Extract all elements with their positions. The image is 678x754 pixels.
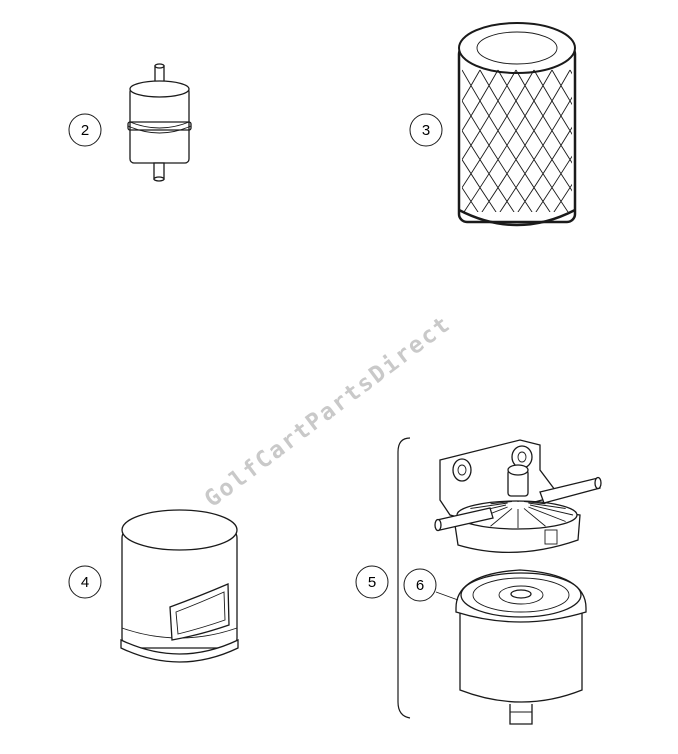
callout-label: 4 bbox=[81, 574, 89, 591]
callout-2: 2 bbox=[68, 113, 102, 147]
callout-label: 2 bbox=[81, 122, 89, 139]
callout-label: 6 bbox=[416, 577, 424, 594]
callout-3: 3 bbox=[409, 113, 443, 147]
assembly-bracket bbox=[397, 437, 411, 719]
callout-label: 3 bbox=[422, 122, 430, 139]
callout-4: 4 bbox=[68, 565, 102, 599]
air-filter-element bbox=[457, 22, 577, 227]
inline-fuel-filter bbox=[127, 63, 192, 182]
callout-label: 5 bbox=[368, 574, 376, 591]
fuel-filter-head bbox=[434, 439, 602, 554]
callout-5: 5 bbox=[355, 565, 389, 599]
fuel-filter-canister bbox=[455, 569, 587, 725]
oil-filter bbox=[120, 509, 239, 663]
callout-6: 6 bbox=[403, 568, 459, 602]
